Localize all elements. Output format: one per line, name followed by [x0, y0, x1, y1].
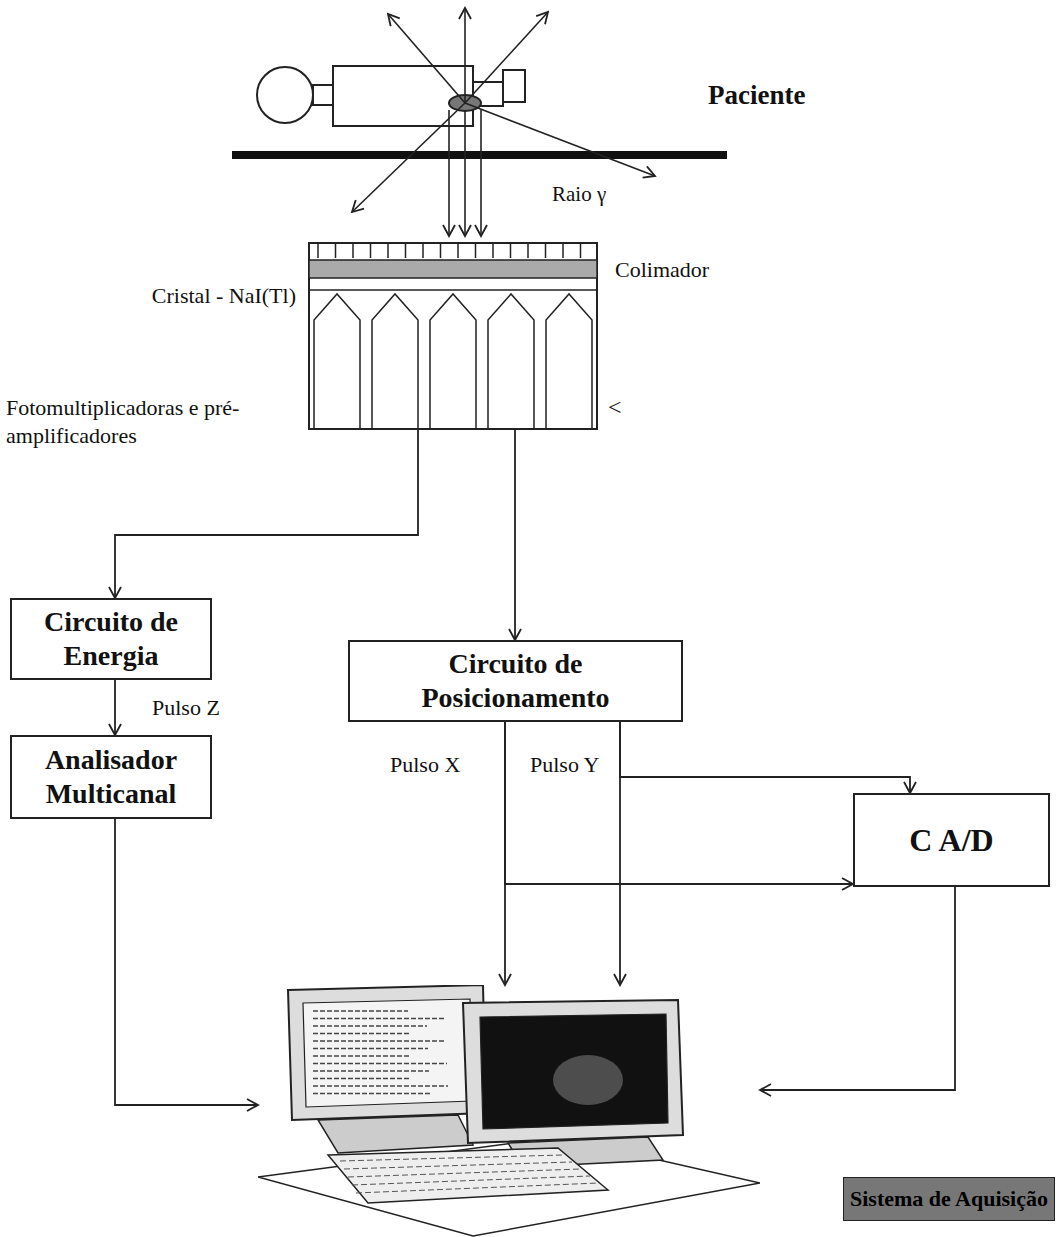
box-label: C A/D — [909, 821, 993, 859]
patient-figure — [257, 66, 525, 126]
photomultiplier — [546, 294, 592, 430]
crystal — [309, 260, 597, 278]
box-label: Circuito de Posicionamento — [358, 647, 673, 714]
detector-head: ColimadorCristal - NaI(Tl)Fotomultiplica… — [308, 242, 598, 430]
connector — [620, 722, 910, 793]
connector — [514, 430, 516, 640]
patient-label: Paciente — [708, 80, 805, 111]
ray-label: Raio γ — [552, 182, 606, 207]
table-bar — [232, 151, 727, 159]
mark-label: < — [608, 394, 622, 421]
signal-label: Pulso X — [388, 752, 462, 778]
connector — [114, 680, 116, 735]
pmt-label: Fotomultiplicadoras e pré-amplificadores — [6, 394, 298, 449]
photomultiplier — [372, 294, 418, 430]
process-box: Circuito de Posicionamento — [348, 640, 683, 722]
photomultiplier — [488, 294, 534, 430]
connector — [760, 887, 955, 1090]
gamma-rays — [352, 8, 655, 236]
detector-drawing — [308, 242, 598, 430]
connector — [115, 819, 258, 1105]
crystal-label: Cristal - NaI(Tl) — [96, 282, 296, 310]
photomultiplier — [314, 294, 360, 430]
connector — [505, 722, 853, 884]
signal-label: Pulso Y — [528, 752, 601, 778]
box-label: Circuito de Energia — [20, 605, 202, 672]
process-box: C A/D — [853, 793, 1050, 887]
computer-drawing — [258, 985, 760, 1237]
system-caption: Sistema de Aquisição — [843, 1177, 1055, 1221]
photomultiplier — [430, 294, 476, 430]
process-box: Analisador Multicanal — [10, 735, 212, 819]
connector — [115, 430, 418, 598]
signal-label: Pulso Z — [150, 695, 222, 721]
collimator-label: Colimador — [615, 256, 775, 284]
box-label: Analisador Multicanal — [20, 743, 202, 810]
acquisition-computer: Sistema de Aquisição — [258, 985, 760, 1237]
process-box: Circuito de Energia — [10, 598, 212, 680]
